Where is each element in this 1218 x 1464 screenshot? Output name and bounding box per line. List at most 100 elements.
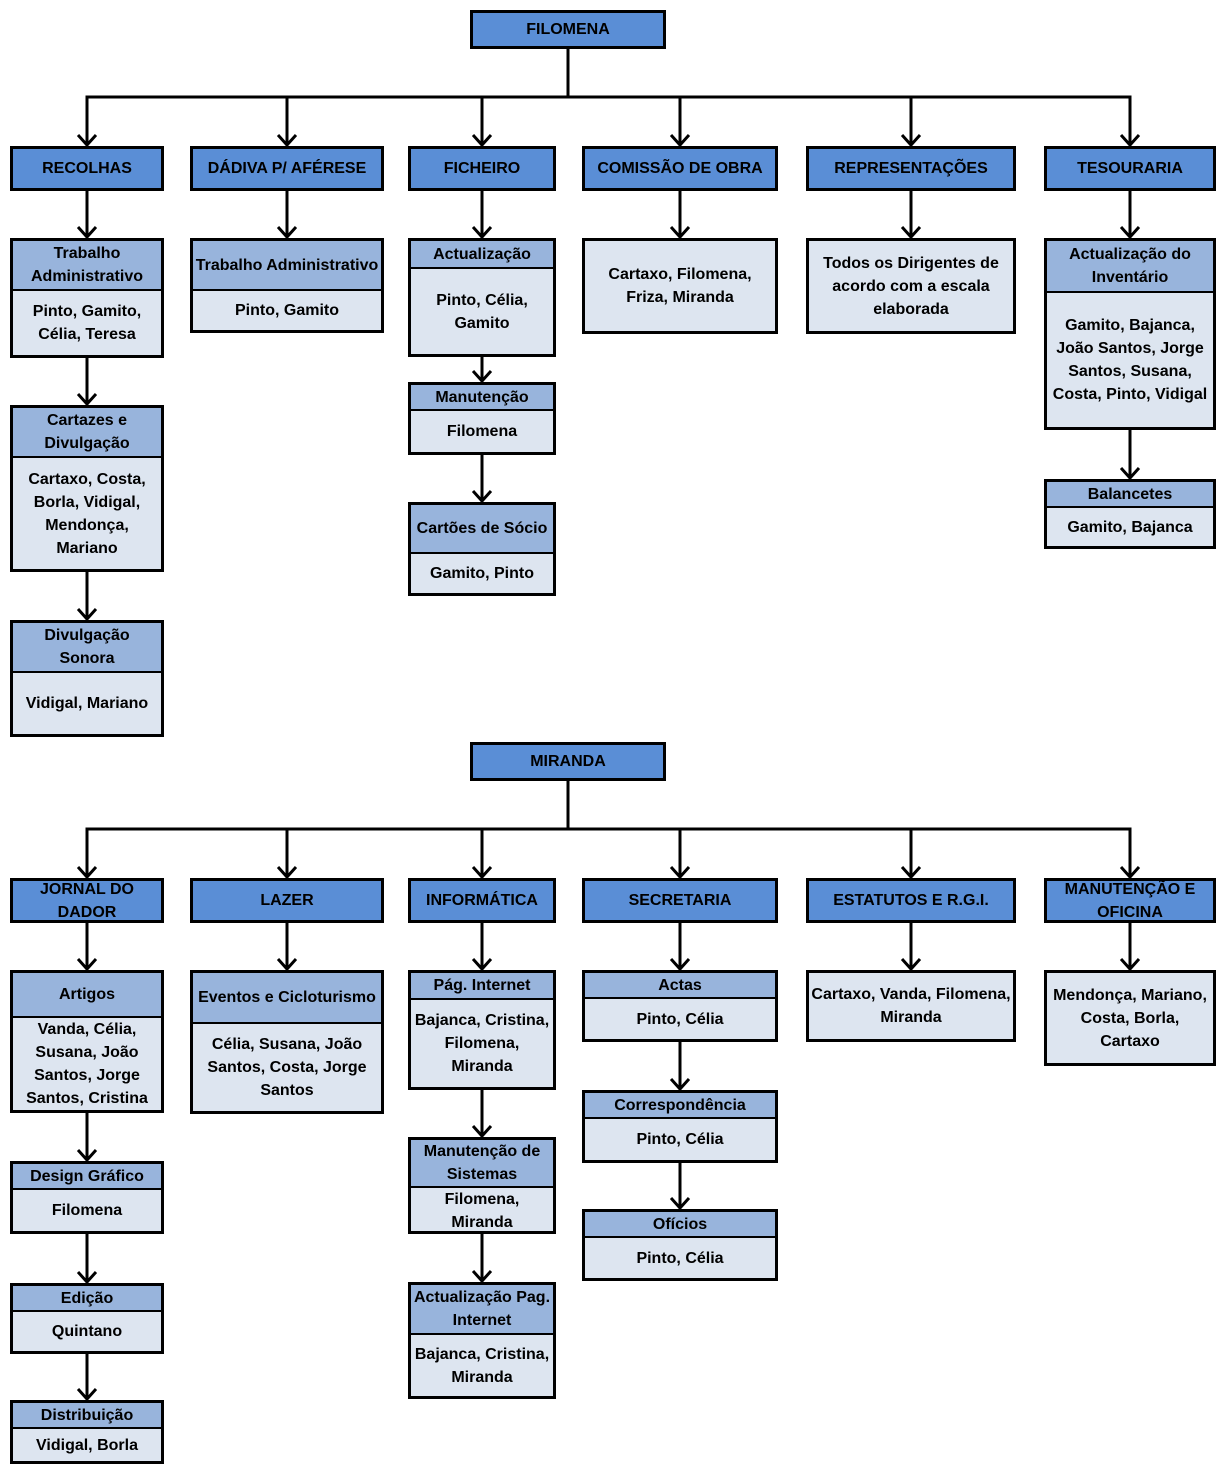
branch-recolhas: RECOLHAS bbox=[10, 146, 164, 191]
arrow-head bbox=[669, 957, 691, 972]
branch-ficheiro: FICHEIRO bbox=[408, 146, 556, 191]
root-box-filomena-label: FILOMENA bbox=[526, 21, 610, 38]
arrow-head bbox=[76, 865, 98, 880]
task-title: Pág. Internet bbox=[411, 973, 553, 1000]
task-members: Pinto, Célia bbox=[636, 1010, 724, 1028]
task-members: Filomena bbox=[51, 1202, 123, 1219]
arrow-head bbox=[669, 133, 691, 148]
branch-manutencao-e-oficina-label: MANUTENÇÃO E OFICINA bbox=[1064, 880, 1196, 921]
task-members: Todos os Dirigentes de acordo com a esca… bbox=[823, 254, 999, 318]
arrow-head bbox=[471, 489, 493, 504]
task-members: Pinto, Gamito bbox=[235, 302, 339, 319]
task-members: Vidigal, Mariano bbox=[25, 695, 149, 712]
arrow-head bbox=[900, 133, 922, 148]
task-members: Vanda, Célia, Susana, João Santos, Jorge… bbox=[26, 1021, 148, 1107]
arrow-head bbox=[276, 225, 298, 240]
task-title: Actualização Pag. Internet bbox=[411, 1285, 553, 1335]
task-members: Gamito, Bajanca, João Santos, Jorge Sant… bbox=[1052, 317, 1208, 403]
task-title: Eventos e Cicloturismo bbox=[193, 973, 381, 1024]
branch-lazer: LAZER bbox=[190, 878, 384, 923]
task-members: Bajanca, Cristina, Miranda bbox=[414, 1345, 550, 1386]
task-title: Correspondência bbox=[585, 1093, 775, 1119]
arrow-head bbox=[76, 1270, 98, 1285]
arrow-head bbox=[76, 392, 98, 407]
root-box-miranda: MIRANDA bbox=[470, 742, 666, 781]
arrow-head bbox=[471, 133, 493, 148]
arrow-head bbox=[1119, 225, 1141, 240]
task-members: Bajanca, Cristina, Filomena, Miranda bbox=[414, 1012, 550, 1075]
task-members: Quintano bbox=[51, 1323, 123, 1340]
arrow-head bbox=[276, 133, 298, 148]
task-title: Artigos bbox=[13, 973, 161, 1018]
task-title: Ofícios bbox=[585, 1212, 775, 1238]
task-title: Actualização bbox=[411, 241, 553, 269]
task-members: Cartaxo, Vanda, Filomena, Miranda bbox=[811, 986, 1011, 1026]
branch-dadiva-p-aferese: DÁDIVA P/ AFÉRESE bbox=[190, 146, 384, 191]
task-members: Pinto, Célia bbox=[636, 1249, 724, 1267]
arrow-head bbox=[471, 369, 493, 384]
arrow-head bbox=[276, 865, 298, 880]
task-members: Pinto, Gamito, Célia, Teresa bbox=[32, 303, 142, 343]
arrow-head bbox=[471, 225, 493, 240]
branch-tesouraria-label: TESOURARIA bbox=[1077, 160, 1183, 177]
arrow-head bbox=[1119, 865, 1141, 880]
arrow-head bbox=[471, 865, 493, 880]
arrow-head bbox=[1119, 133, 1141, 148]
task-title: Manutenção bbox=[411, 385, 553, 411]
task-members: Pinto, Célia, Gamito bbox=[436, 291, 528, 332]
branch-recolhas-label: RECOLHAS bbox=[42, 160, 132, 177]
task-title: Trabalho Administrativo bbox=[13, 241, 161, 291]
task-members: Gamito, Pinto bbox=[430, 565, 534, 582]
task-title: Actas bbox=[585, 973, 775, 999]
branch-representacoes-label: REPRESENTAÇÕES bbox=[834, 160, 988, 177]
task-members: Filomena, Miranda bbox=[444, 1191, 520, 1231]
task-title: Divulgação Sonora bbox=[13, 623, 161, 673]
root-box-filomena: FILOMENA bbox=[470, 10, 666, 49]
arrow-head bbox=[76, 133, 98, 148]
branch-informatica-label: INFORMÁTICA bbox=[426, 892, 538, 909]
arrow-head bbox=[76, 1148, 98, 1163]
arrow-head bbox=[276, 957, 298, 972]
branch-tesouraria: TESOURARIA bbox=[1044, 146, 1216, 191]
branch-ficheiro-label: FICHEIRO bbox=[443, 160, 521, 177]
branch-secretaria: SECRETARIA bbox=[582, 878, 778, 923]
branch-dadiva-p-aferese-label: DÁDIVA P/ AFÉRESE bbox=[207, 160, 367, 177]
task-card: Cartaxo, Filomena, Friza, Miranda bbox=[582, 238, 778, 334]
task-members: Cartaxo, Costa, Borla, Vidigal, Mendonça… bbox=[28, 470, 146, 557]
task-title: Distribuição bbox=[13, 1403, 161, 1429]
arrow-head bbox=[76, 957, 98, 972]
branch-informatica: INFORMÁTICA bbox=[408, 878, 556, 923]
task-card: Mendonça, Mariano, Costa, Borla, Cartaxo bbox=[1044, 970, 1216, 1066]
arrow-head bbox=[900, 865, 922, 880]
arrow-head bbox=[76, 1387, 98, 1402]
task-title: Balancetes bbox=[1047, 482, 1213, 508]
branch-comissao-de-obra: COMISSÃO DE OBRA bbox=[582, 146, 778, 191]
branch-manutencao-e-oficina: MANUTENÇÃO E OFICINA bbox=[1044, 878, 1216, 923]
task-title: Edição bbox=[13, 1286, 161, 1312]
branch-jornal-do-dador: JORNAL DO DADOR bbox=[10, 878, 164, 923]
task-members: Vidigal, Borla bbox=[36, 1436, 138, 1454]
branch-representacoes: REPRESENTAÇÕES bbox=[806, 146, 1016, 191]
task-members: Pinto, Célia bbox=[636, 1131, 724, 1148]
arrow-head bbox=[76, 607, 98, 622]
arrow-head bbox=[76, 225, 98, 240]
branch-comissao-de-obra-label: COMISSÃO DE OBRA bbox=[597, 160, 763, 177]
task-title: Manutenção de Sistemas bbox=[411, 1140, 553, 1188]
task-card: Cartaxo, Vanda, Filomena, Miranda bbox=[806, 970, 1016, 1042]
arrow-head bbox=[471, 957, 493, 972]
task-members: Gamito, Bajanca bbox=[1067, 518, 1193, 536]
